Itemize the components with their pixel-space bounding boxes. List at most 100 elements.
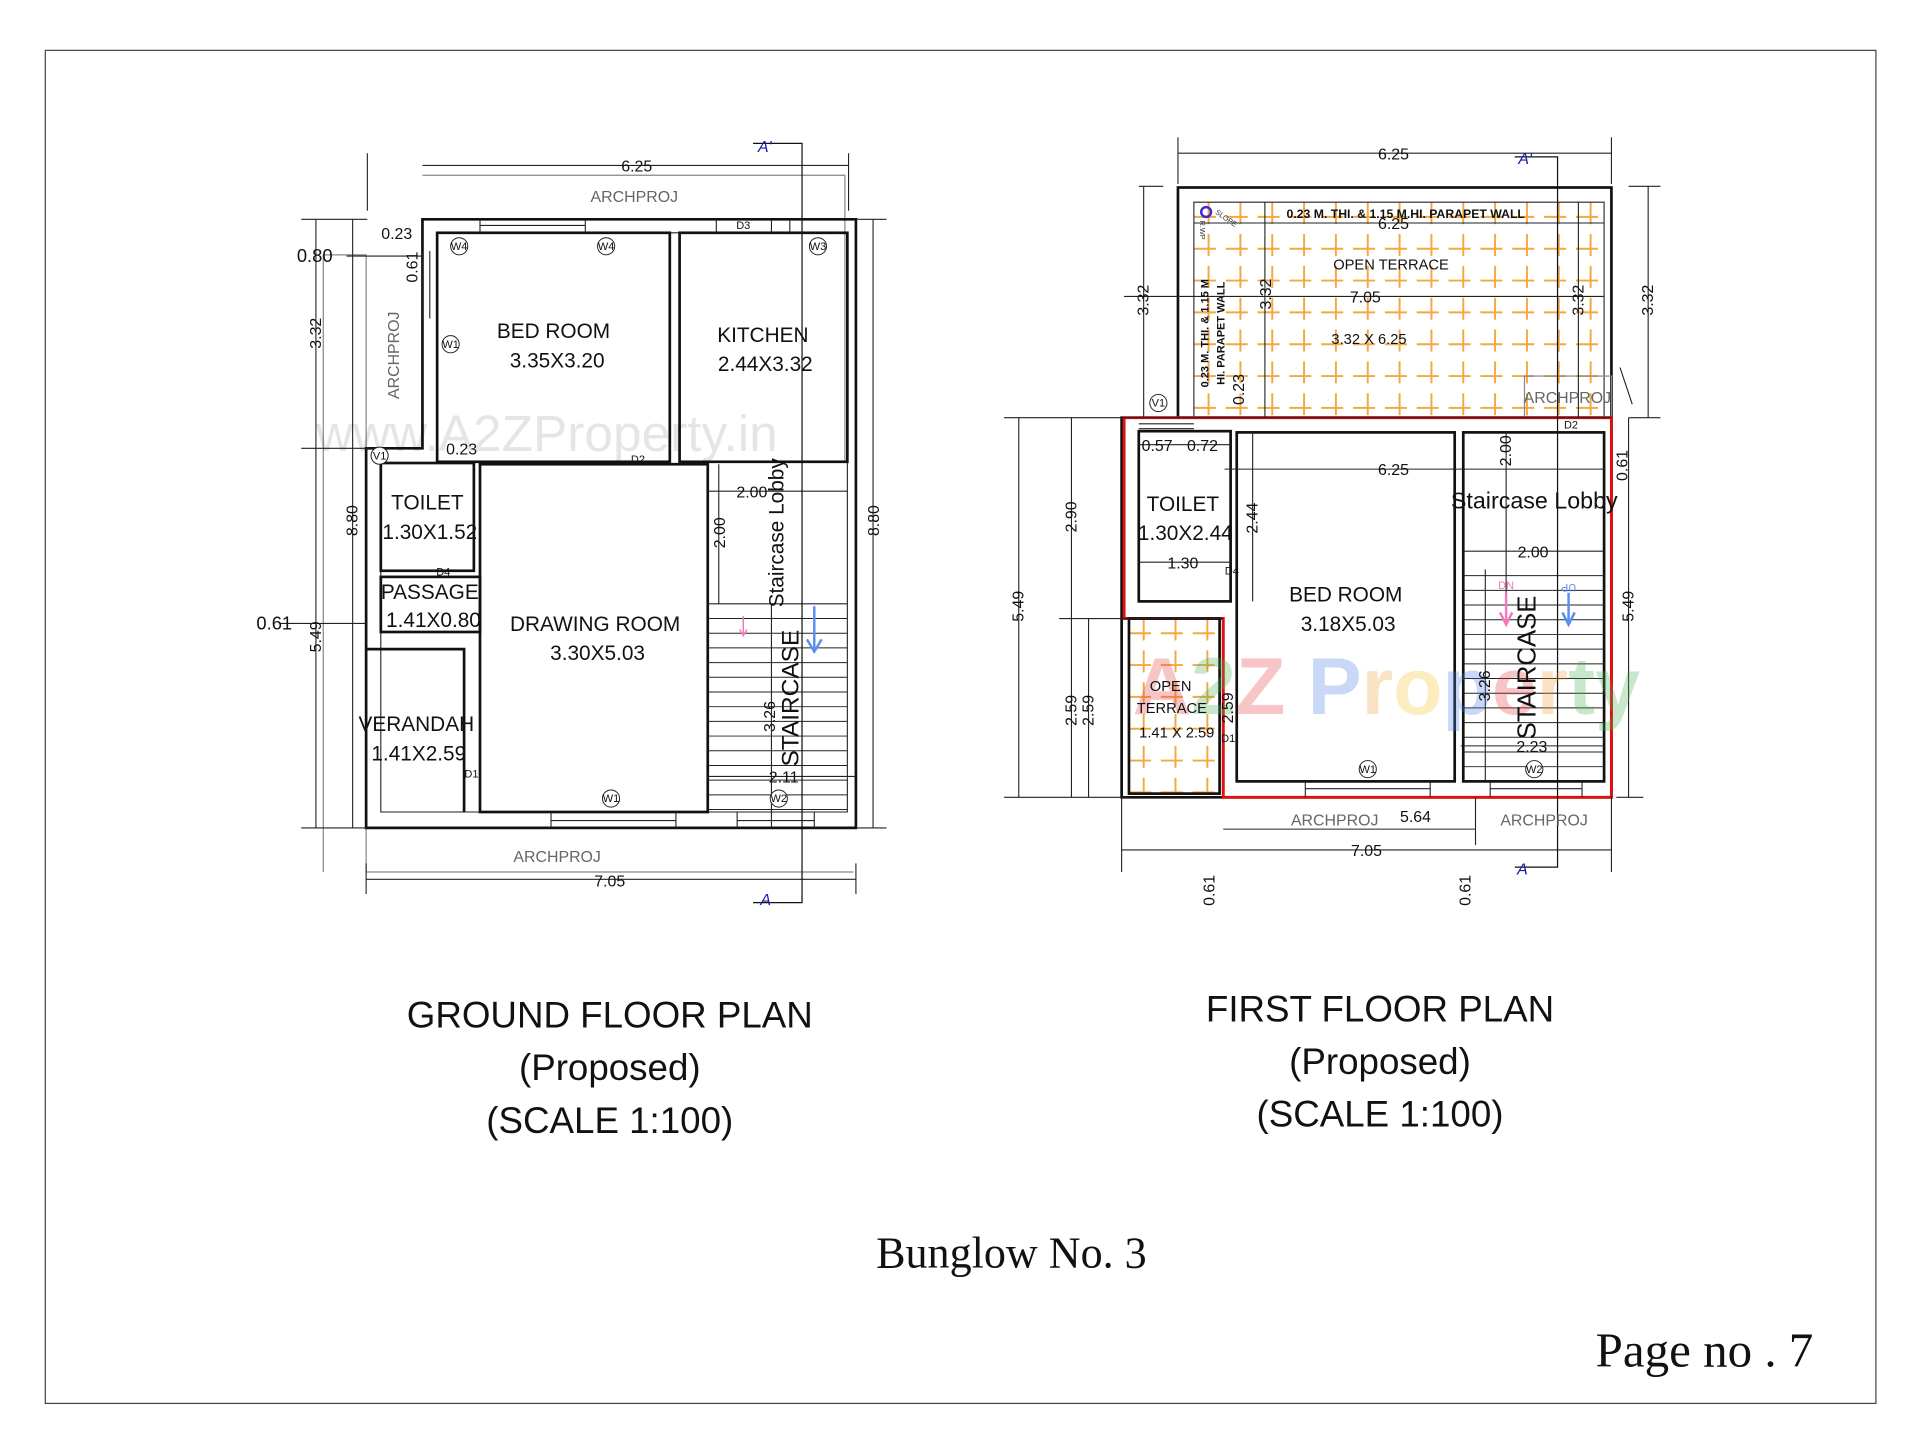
first-dim: 0.23 xyxy=(1231,374,1248,405)
first-archproj: ARCHPROJ xyxy=(1500,812,1588,829)
ground-room-name: KITCHEN xyxy=(717,324,808,347)
ground-room-size: 1.41X0.80 xyxy=(386,609,481,632)
first-floor-scale: (SCALE 1:100) xyxy=(1257,1094,1504,1135)
bunglow-label: Bunglow No. 3 xyxy=(876,1229,1147,1278)
first-dim: 5.49 xyxy=(1620,591,1637,622)
open-terrace-size: 3.32 X 6.25 xyxy=(1331,332,1406,348)
ground-archproj-bottom: ARCHPROJ xyxy=(513,849,601,866)
door-window-tag: V1 xyxy=(373,450,386,462)
ground-room-name: BED ROOM xyxy=(497,320,610,343)
ground-floor-scale: (SCALE 1:100) xyxy=(486,1100,733,1141)
ground-dim: 0.80 xyxy=(297,245,333,266)
open-terrace-name: OPEN TERRACE xyxy=(1333,258,1449,274)
ground-watermark: www.A2ZProperty.in xyxy=(315,404,778,462)
tag-circle xyxy=(1358,760,1377,779)
first-dim: 6.25 xyxy=(1378,462,1409,479)
parapet-wall-label: 0.23 M. THI. & 1.15 M.HI. PARAPET WALL xyxy=(1287,207,1526,221)
ground-dim: 0.23 xyxy=(446,441,477,458)
tag-circle xyxy=(808,237,828,256)
ground-section-top: A' xyxy=(757,139,773,156)
first-dim: 7.05 xyxy=(1351,843,1382,860)
first-dim: 2.59 xyxy=(1080,695,1097,726)
door-window-tag: W1 xyxy=(1359,764,1376,776)
first-dim: 3.32 xyxy=(1640,285,1657,316)
ground-floor-title: GROUND FLOOR PLAN xyxy=(407,995,813,1036)
ground-dim: 2.11 xyxy=(769,770,799,787)
ground-room-name: PASSAGE xyxy=(381,581,479,604)
first-dim: 5.64 xyxy=(1400,809,1431,826)
ground-section-bottom: A xyxy=(759,892,771,909)
first-floor-plan: A' A A2Z Property R.WP SLOPE 0.23 M. THI… xyxy=(1004,137,1661,1135)
first-staircase-lobby: Staircase Lobby xyxy=(1451,487,1618,513)
first-dim: 2.23 xyxy=(1516,739,1547,756)
tag-circle xyxy=(370,446,389,465)
ground-room-size: 2.44X3.32 xyxy=(718,353,813,376)
first-dim: 5.49 xyxy=(1011,591,1028,622)
first-dim: 6.25 xyxy=(1378,146,1409,163)
first-dim: 2.44 xyxy=(1245,502,1262,533)
ground-room-size: 1.30X1.52 xyxy=(382,521,477,544)
door-window-tag: W2 xyxy=(1526,764,1543,776)
tag-circle xyxy=(601,789,621,808)
ground-dim: 5.49 xyxy=(308,621,325,652)
door-window-tag: D4 xyxy=(436,567,450,579)
small-terrace-line1: OPEN xyxy=(1150,679,1192,695)
first-room-name: BED ROOM xyxy=(1289,583,1402,606)
door-window-tag: W4 xyxy=(598,241,615,253)
ground-dim: 8.80 xyxy=(866,505,883,536)
ground-dim: 0.61 xyxy=(256,613,292,634)
first-dim: 3.32 xyxy=(1258,278,1275,309)
ground-bedroom-walls xyxy=(435,231,672,464)
parapet-side-label: HI. PARAPET WALL xyxy=(1215,281,1227,384)
ground-room-name: VERANDAH xyxy=(359,713,475,736)
tag-circle xyxy=(1149,393,1168,413)
first-floor-subtitle: (Proposed) xyxy=(1289,1041,1471,1082)
ground-dim: 0.23 xyxy=(381,226,412,243)
ground-dim: 2.00 xyxy=(736,484,767,501)
tag-circle xyxy=(597,237,616,256)
first-staircase-label: STAIRCASE xyxy=(1514,596,1542,740)
ground-staircase-steps xyxy=(707,618,848,811)
terrace-tile-grid xyxy=(1128,202,1605,794)
first-dim: 2.90 xyxy=(1063,501,1080,532)
ground-staircase-label: STAIRCASE xyxy=(777,630,804,767)
ground-dim: 3.32 xyxy=(308,318,325,349)
first-room-size: 1.30X2.44 xyxy=(1138,522,1233,545)
up-label: UP xyxy=(1561,581,1576,593)
ground-room-name: TOILET xyxy=(391,492,464,515)
ground-dim: 8.80 xyxy=(345,505,362,536)
ground-kitchen-walls xyxy=(678,231,849,464)
ground-staircase-lobby: Staircase Lobby xyxy=(766,458,789,608)
ground-passage-walls xyxy=(379,575,482,634)
first-dim: 0.61 xyxy=(1458,875,1475,906)
sheet-border xyxy=(44,49,1877,1405)
slope-label: SLOPE xyxy=(1214,207,1239,228)
ground-dim: 0.61 xyxy=(405,251,422,282)
first-dim: 2.59 xyxy=(1063,695,1080,726)
small-terrace-line2: TERRACE xyxy=(1137,701,1207,717)
ground-drawing-room-walls xyxy=(478,462,710,814)
ground-floor-subtitle: (Proposed) xyxy=(519,1047,701,1088)
ground-room-size: 3.35X3.20 xyxy=(510,350,605,373)
ground-dim: 6.25 xyxy=(621,159,652,176)
first-section-top: A' xyxy=(1517,151,1533,168)
first-floor-title: FIRST FLOOR PLAN xyxy=(1206,988,1554,1029)
first-dim: 0.61 xyxy=(1202,875,1219,906)
first-room-size: 3.18X5.03 xyxy=(1301,613,1396,636)
first-section-bottom: A xyxy=(1516,861,1528,878)
ground-room-size: 1.41X2.59 xyxy=(371,743,466,766)
first-dim: 0.61 xyxy=(1614,450,1631,481)
first-dim: 7.05 xyxy=(1350,290,1381,307)
tag-circle xyxy=(769,789,788,808)
dn-label: DN xyxy=(1498,580,1514,592)
first-dim: 2.00 xyxy=(1518,544,1549,561)
ground-archproj-left: ARCHPROJ xyxy=(386,312,403,400)
ground-floor-plan: A' A www.A2ZProperty.in BED ROOM 3.35X3.… xyxy=(256,139,887,1141)
rwp-label: R.WP xyxy=(1198,221,1207,240)
ground-dim: 7.05 xyxy=(594,874,625,891)
tag-circle xyxy=(441,335,460,354)
door-window-tag: W4 xyxy=(451,241,468,253)
page-number: Page no . 7 xyxy=(1596,1323,1814,1378)
first-dim: 3.26 xyxy=(1477,670,1494,701)
